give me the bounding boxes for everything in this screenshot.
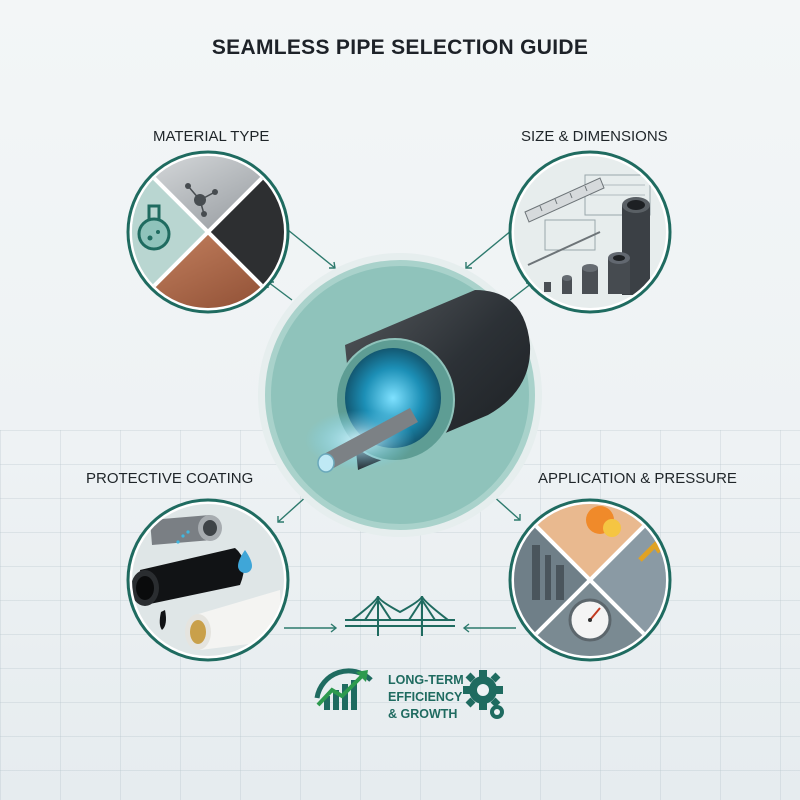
arrow-material-to-center bbox=[287, 229, 336, 269]
label-size-dimensions: SIZE & DIMENSIONS bbox=[521, 128, 668, 145]
refinery-fire-scene bbox=[514, 504, 666, 580]
arrow-center-to-application bbox=[491, 494, 521, 521]
coated-pipe-black bbox=[140, 548, 244, 605]
coated-pipe-white bbox=[195, 590, 282, 650]
footer-line-3: & GROWTH bbox=[388, 707, 458, 721]
gear-icon bbox=[463, 670, 504, 719]
footer-tagline: LONG-TERM EFFICIENCY & GROWTH bbox=[388, 672, 468, 723]
connector-arrows bbox=[267, 229, 533, 633]
size-dimensions-circle bbox=[508, 150, 672, 314]
label-application-pressure: APPLICATION & PRESSURE bbox=[538, 470, 737, 487]
footer-line-2: EFFICIENCY bbox=[388, 690, 463, 704]
page-title: SEAMLESS PIPE SELECTION GUIDE bbox=[211, 36, 589, 59]
arrow-size-to-center bbox=[465, 229, 513, 269]
steel-sample bbox=[132, 156, 284, 232]
arrow-center-to-coating bbox=[277, 494, 309, 523]
inner-rod bbox=[322, 408, 418, 470]
flask-icon bbox=[137, 204, 171, 251]
central-pipe-illustration bbox=[258, 253, 542, 537]
pressure-gauge-icon bbox=[568, 598, 612, 642]
arrow-center-to-size bbox=[509, 282, 533, 301]
protective-coating-circle bbox=[126, 498, 290, 662]
label-protective-coating: PROTECTIVE COATING bbox=[86, 470, 254, 487]
bridge-icon bbox=[345, 595, 455, 636]
growth-chart-icon bbox=[314, 668, 373, 710]
application-pressure-circle bbox=[508, 498, 672, 662]
ruler-icon bbox=[524, 177, 605, 223]
copper-sample bbox=[132, 232, 284, 308]
material-type-circle bbox=[126, 150, 290, 314]
refinery-towers-scene bbox=[514, 504, 590, 656]
molecule-icon bbox=[185, 183, 218, 217]
carbon-steel-sample bbox=[208, 156, 284, 308]
industrial-robot-scene bbox=[590, 504, 666, 656]
arrow-center-to-material bbox=[267, 281, 293, 301]
footer-line-1: LONG-TERM bbox=[388, 673, 464, 687]
pipe-samples bbox=[544, 197, 650, 295]
label-material-type: MATERIAL TYPE bbox=[153, 128, 270, 145]
water-drop-icon bbox=[238, 550, 252, 573]
